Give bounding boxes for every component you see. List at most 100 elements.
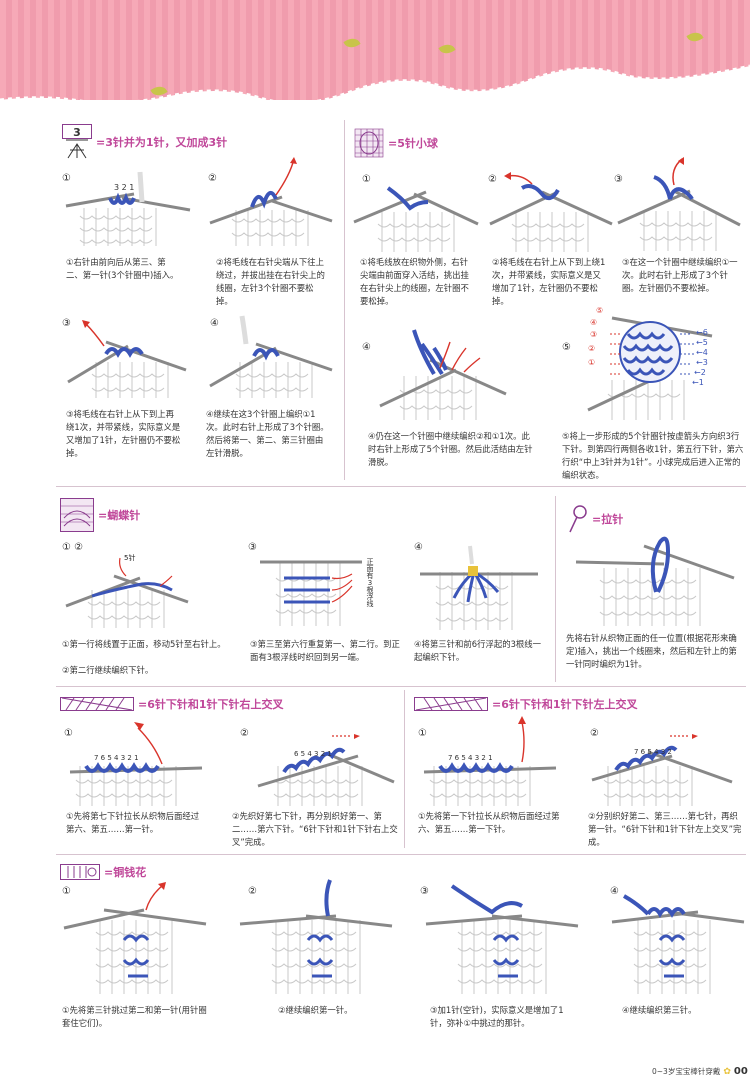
step-number: ③ [420,886,429,897]
stitch-symbol-icon [60,697,134,711]
knit-figure-bobble-step4 [379,329,507,420]
step-number: ③ [614,174,623,185]
step-caption: ②将毛线在右针尖端从下往上绕过，并拔出挂在右针尖上的线圈，左针3个针圈不要松掉。 [216,257,325,306]
step-number: ⑤ [562,342,571,353]
stitch-symbol-icon [569,505,587,533]
knit-figure-3to3-step4 [209,315,333,398]
section-title-left-cross: =6针下针和1针下针左上交叉 [414,696,638,712]
step-number: ② [248,886,257,897]
step-number: ④ [414,542,423,553]
section-title-right-cross: =6针下针和1针下针右上交叉 [60,696,284,712]
book-title: 0~3岁宝宝棒针穿戴 [652,1067,721,1076]
knit-figure-bobble-step5 [587,316,713,420]
step-caption: ①右针由前向后从第三、第二、第一针(3个针圈中)插入。 [66,257,179,280]
section-title-butterfly-stitch: =蝴蝶针 [60,498,140,532]
row-label: ←1 [692,378,704,387]
row-label: ←4 [696,348,708,357]
step-caption: ④将第三针和前6行浮起的3根线一起编织下针。 [414,639,542,662]
row-label: ③ [590,330,598,339]
section-title-text: =拉针 [592,513,624,526]
stitch-symbol-icon [354,128,384,158]
step-number: ③ [62,318,71,329]
step-caption: ③加1针(空针)，实际意义是增加了1针，弥补①中挑过的那针。 [430,1005,564,1028]
step-number: ④ [362,342,371,353]
knit-figure-butterfly-step12 [65,557,189,628]
row-label: ⑤ [596,306,604,315]
step-number: ① [62,173,71,184]
knit-figure-3to3-step1: 3 2 1 [65,171,191,246]
stitch-numbers: 7 6 5 4 3 2 1 [448,754,493,762]
step-caption: ②分别织好第二、第三……第七针，再织第一针。“6针下针和1针下针左上交叉”完成。 [588,811,742,847]
step-number: ② [590,728,599,739]
step-number: ② [208,173,217,184]
knit-figure-left-cross-step2: 7 6 5 4 3 2 [591,734,733,806]
step-caption: ①先将第七下针拉长从织物后面经过第六、第五……第一针。 [66,811,200,834]
step-number: ② [240,728,249,739]
knit-figure-coin-step4 [611,894,745,994]
section-title-text: =6针下针和1针下针右上交叉 [138,698,284,711]
step-caption: ③在这一个针圈中继续编织①一次。此时右针上形成了3个针圈。左针圈仍不要松掉。 [622,257,738,293]
knit-figure-right-cross-step1: 7 6 5 4 3 2 1 [69,722,203,806]
stitch-symbol-icon [60,498,94,532]
step-caption: ④继续在这3个针圈上编织①1次。此时右针上形成了3个针圈。然后将第一、第二、第三… [206,409,329,458]
section-title-text: =6针下针和1针下针左上交叉 [492,698,638,711]
knit-figure-coin-step2 [239,879,393,994]
step-caption: ④仍在这一个针圈中继续编织②和①1次。此时右针上形成了5个针圈。然后此活结由左针… [368,431,533,467]
knit-figure-bobble-step2 [489,172,613,252]
butterfly-count-label: 5针 [124,554,136,562]
step-number: ① [418,728,427,739]
step-caption: ①先将第三针挑过第二和第一针(用针圈套住它们)。 [62,1005,207,1028]
section-title-pull-stitch: =拉针 [568,504,623,534]
footer-flower-icon: ✿ [723,1066,731,1077]
knit-figure-left-cross-step1: 7 6 5 4 3 2 1 [423,716,557,806]
section-title-text: =3针并为1针，又加成3针 [96,136,228,149]
row-label: ④ [590,318,598,327]
knit-figure-bobble-step1 [353,186,479,252]
knit-figure-3to3-step3 [67,320,187,398]
step-caption: ②继续编织第一针。 [278,1005,353,1015]
section-title-3-into-3: 3 =3针并为1针，又加成3针 [62,124,227,160]
section-title-text: =5针小球 [388,137,438,150]
knit-figure-coin-step3 [425,884,579,994]
step-number: ① ② [62,542,84,553]
row-label: ←2 [694,368,706,377]
row-label: ① [588,358,596,367]
step-caption: ②将毛线在右针上从下到上绕1次，并带紧线，实际意义是又增加了1针，左针圈仍不要松… [492,257,606,306]
section-divider [56,486,746,487]
page-footer: 0~3岁宝宝棒针穿戴 ✿ 00 [652,1066,748,1077]
step-number: ① [62,886,71,897]
section-divider [56,686,746,687]
knit-figure-right-cross-step2: 6 5 4 3 2 1 [257,734,395,806]
step-caption: ③将毛线在右针上从下到上再绕1次，并带紧线，实际意义是又增加了1针，左针圈仍不要… [66,409,181,458]
knit-figure-3to3-step2 [209,157,333,246]
column-divider [555,496,556,682]
stitch-numbers: 3 2 1 [114,183,134,192]
stitch-symbol-icon [60,864,100,880]
page-number: 00 [733,1066,748,1077]
stitch-numbers: 7 6 5 4 3 2 [634,748,672,756]
knit-figure-butterfly-step3 [260,560,362,626]
svg-text:3: 3 [73,126,81,139]
step-caption: ①先将第一下针拉长从织物后面经过第六、第五……第一下针。 [418,811,560,834]
step-caption: ③第三至第六行重复第一、第二行。到正面有3根浮线时织回到另一端。 [250,639,400,662]
knit-figure-bobble-step3 [617,157,741,251]
knit-figure-pull-stitch [575,536,735,626]
row-label: ←3 [696,358,708,367]
knit-figure-butterfly-step4 [420,545,538,630]
section-divider [56,854,746,855]
section-title-text: =铜钱花 [104,866,147,879]
step-caption: 先将右针从织物正面的任一位置(根据花形来确定)插入，挑出一个线圈来，然后和左针上… [566,633,737,669]
step-number: ④ [610,886,619,897]
stitch-symbol-icon: 3 [62,124,92,160]
step-number: ① [64,728,73,739]
row-label: ←6 [696,328,708,337]
step-caption: ①第一行将线置于正面，移动5针至右针上。 [62,639,226,649]
section-title-coin-flower: =铜钱花 [60,864,146,880]
step-caption: ⑤将上一步形成的5个针圈针按虚箭头方向织3行下针。到第四行两侧各收1针，第五行下… [562,431,744,480]
step-number: ④ [210,318,219,329]
stitch-symbol-icon [414,697,488,711]
row-label: ② [588,344,596,353]
header-scalloped-edge [0,64,750,110]
